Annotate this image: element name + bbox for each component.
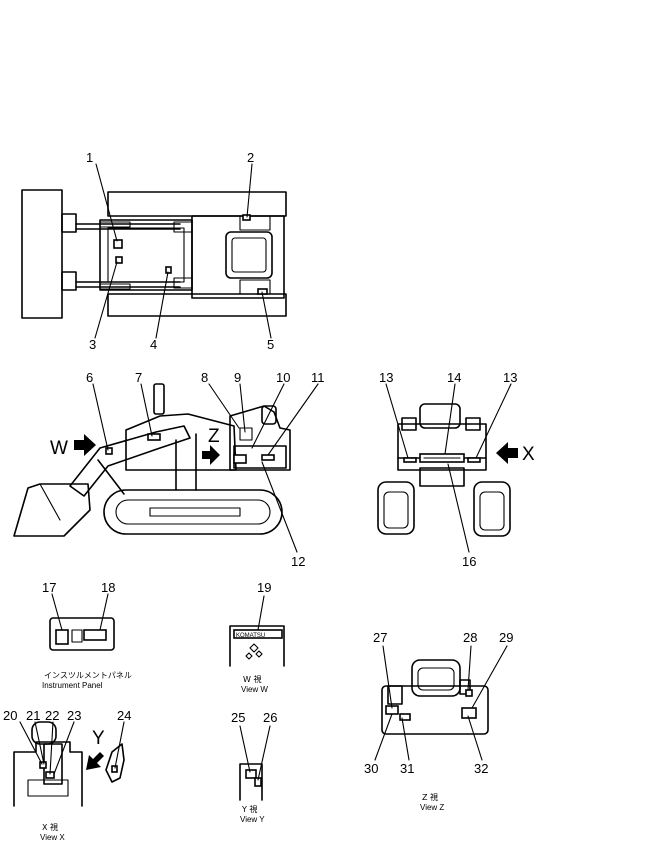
view-y-drawing — [239, 763, 263, 801]
callout-13b: 13 — [503, 370, 517, 385]
caption-z-jp: Z 視 — [422, 793, 438, 802]
arrow-left-icon — [496, 442, 518, 464]
callout-23: 23 — [67, 708, 81, 723]
view-x-letter: X — [522, 444, 535, 465]
callout-7: 7 — [135, 370, 142, 385]
arrow-down-left-icon — [86, 752, 104, 770]
view-z-drawing — [381, 659, 489, 735]
callout-24: 24 — [117, 708, 131, 723]
callout-9: 9 — [234, 370, 241, 385]
caption-x-jp: X 視 — [42, 823, 58, 832]
callout-8: 8 — [201, 370, 208, 385]
callout-1: 1 — [86, 150, 93, 165]
caption-instrument-en: Instrument Panel — [42, 681, 103, 690]
callout-21: 21 — [26, 708, 40, 723]
callout-5: 5 — [267, 337, 274, 352]
callout-3: 3 — [89, 337, 96, 352]
callout-28: 28 — [463, 630, 477, 645]
caption-z-en: View Z — [420, 803, 444, 812]
komatsu-decal-text: KOMATSU — [236, 633, 265, 639]
caption-x-en: View X — [40, 833, 65, 841]
view-y-letter: Y — [92, 728, 105, 749]
callout-10: 10 — [276, 370, 290, 385]
callout-12: 12 — [291, 554, 305, 569]
arrow-right-icon — [74, 434, 96, 456]
callout-18: 18 — [101, 580, 115, 595]
view-z-letter: Z — [208, 426, 220, 447]
top-view-machine — [21, 189, 287, 319]
callout-4: 4 — [150, 337, 157, 352]
callout-30: 30 — [364, 761, 378, 776]
callout-16: 16 — [462, 554, 476, 569]
arrow-right-icon — [202, 445, 220, 465]
caption-instrument-jp: インスツルメントパネル — [44, 671, 132, 680]
callout-6: 6 — [86, 370, 93, 385]
side-view-machine — [13, 383, 291, 537]
view-w-letter: W — [50, 438, 68, 459]
caption-w-en: View W — [241, 685, 268, 694]
callout-19: 19 — [257, 580, 271, 595]
callout-31: 31 — [400, 761, 414, 776]
instrument-panel-drawing — [49, 617, 115, 651]
caption-y-jp: Y 視 — [241, 805, 257, 814]
callout-2: 2 — [247, 150, 254, 165]
caption-w-jp: W 視 — [243, 675, 261, 684]
callout-11: 11 — [311, 370, 325, 385]
callout-26: 26 — [263, 710, 277, 725]
callout-17: 17 — [42, 580, 56, 595]
callout-32: 32 — [474, 761, 488, 776]
rear-view-machine — [377, 403, 511, 537]
callout-27: 27 — [373, 630, 387, 645]
callout-25: 25 — [231, 710, 245, 725]
caption-y-en: View Y — [240, 815, 265, 824]
callout-22: 22 — [45, 708, 59, 723]
callout-14: 14 — [447, 370, 461, 385]
callout-20: 20 — [3, 708, 17, 723]
view-w-drawing: KOMATSU — [229, 625, 285, 667]
callout-13a: 13 — [379, 370, 393, 385]
callout-29: 29 — [499, 630, 513, 645]
